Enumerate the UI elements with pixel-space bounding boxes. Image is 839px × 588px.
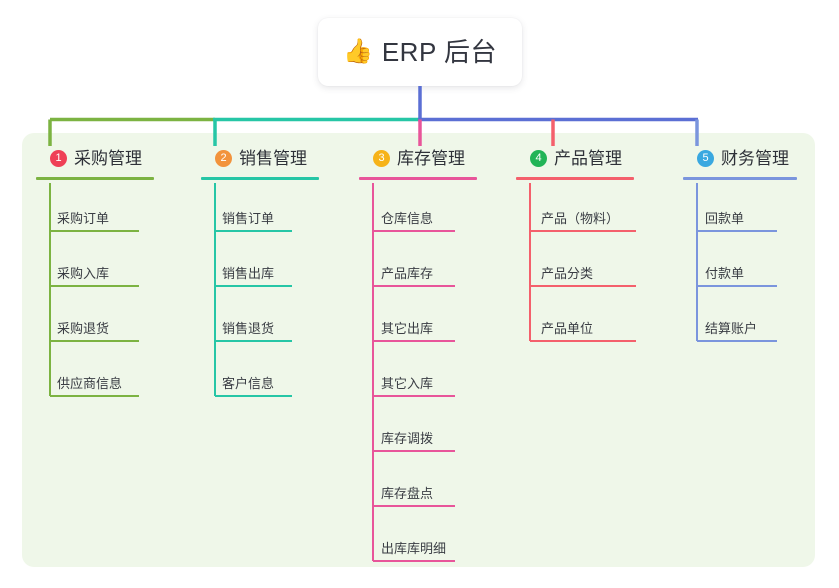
leaf-item[interactable]: 仓库信息 [381,211,434,226]
leaf-item[interactable]: 销售出库 [222,266,275,281]
column-badge-icon: 1 [50,149,67,167]
root-node-card[interactable]: 👍 ERP 后台 [318,18,522,86]
column-rule [36,177,154,180]
leaf-item[interactable]: 其它入库 [381,376,434,391]
column-3: 3 库存管理 [359,146,477,180]
column-header-4[interactable]: 4 产品管理 [516,146,634,170]
column-title: 库存管理 [397,148,465,168]
column-title: 产品管理 [554,148,622,168]
leaf-item[interactable]: 库存调拨 [381,431,434,446]
leaf-item[interactable]: 采购退货 [57,321,110,336]
leaf-item[interactable]: 出库库明细 [381,541,447,556]
column-rule [683,177,797,180]
thumbs-up-icon: 👍 [342,38,373,65]
leaf-item[interactable]: 供应商信息 [57,376,123,391]
leaf-item[interactable]: 采购入库 [57,266,110,281]
column-header-5[interactable]: 5 财务管理 [683,146,797,170]
column-rule [516,177,634,180]
column-4: 4 产品管理 [516,146,634,180]
leaf-item[interactable]: 库存盘点 [381,486,434,501]
leaf-item[interactable]: 结算账户 [705,321,758,336]
column-2: 2 销售管理 [201,146,319,180]
column-title: 采购管理 [74,148,142,168]
column-1: 1 采购管理 [36,146,154,180]
leaf-item[interactable]: 回款单 [705,211,745,226]
column-5: 5 财务管理 [683,146,797,180]
leaf-item[interactable]: 客户信息 [222,376,275,391]
leaf-item[interactable]: 付款单 [705,266,745,281]
column-rule [201,177,319,180]
column-badge-icon: 4 [530,149,547,167]
leaf-item[interactable]: 产品单位 [541,321,594,336]
root-node-title: ERP 后台 [381,37,498,67]
leaf-item[interactable]: 产品（物料） [541,211,620,226]
column-header-3[interactable]: 3 库存管理 [359,146,477,170]
column-badge-icon: 2 [215,149,232,167]
root-node-content: 👍 ERP 后台 [343,39,497,65]
leaf-item[interactable]: 产品库存 [381,266,434,281]
column-header-1[interactable]: 1 采购管理 [36,146,154,170]
leaf-item[interactable]: 产品分类 [541,266,594,281]
column-rule [359,177,477,180]
column-badge-icon: 3 [373,149,390,167]
column-header-2[interactable]: 2 销售管理 [201,146,319,170]
leaf-item[interactable]: 销售退货 [222,321,275,336]
leaf-item[interactable]: 其它出库 [381,321,434,336]
mindmap-panel [22,133,815,567]
column-title: 财务管理 [721,148,789,168]
leaf-item[interactable]: 采购订单 [57,211,110,226]
column-title: 销售管理 [239,148,307,168]
leaf-item[interactable]: 销售订单 [222,211,275,226]
column-badge-icon: 5 [697,149,714,167]
